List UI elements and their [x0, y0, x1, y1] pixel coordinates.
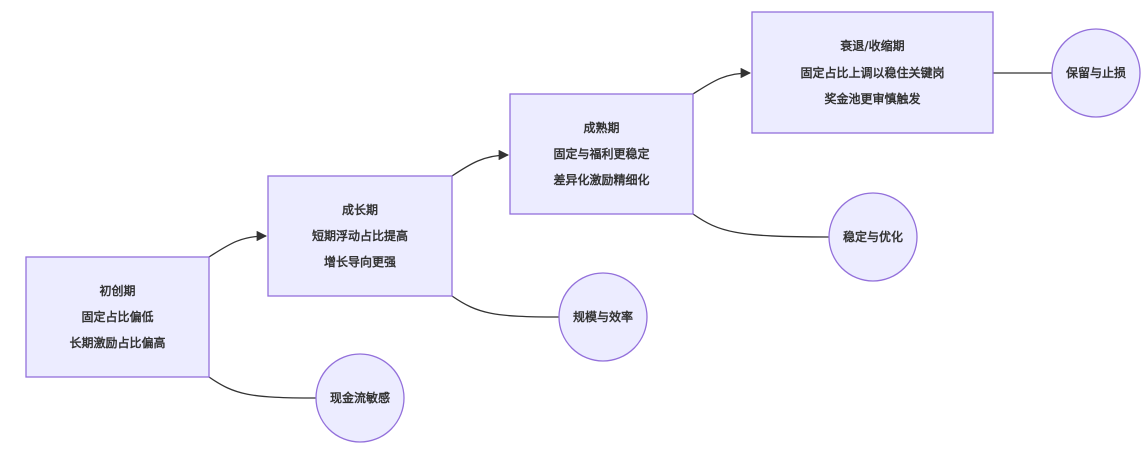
stage-title: 成长期 [342, 202, 378, 217]
stage-title: 初创期 [99, 283, 135, 298]
stage-node-startup[interactable]: 初创期 固定占比偏低 长期激励占比偏高 [25, 256, 210, 378]
outcome-circle [828, 192, 918, 282]
stage-line: 固定与福利更稳定 [553, 146, 649, 161]
stage-line: 短期浮动占比提高 [312, 228, 408, 243]
stage-box [267, 175, 453, 297]
outcome-node-cashflow[interactable]: 现金流敏感 [315, 353, 405, 443]
stage-line: 增长导向更强 [324, 254, 396, 269]
edge-startup-to-growth [208, 230, 268, 258]
stage-node-decline[interactable]: 衰退/收缩期 固定占比上调以稳住关键岗 奖金池更审慎触发 [751, 11, 994, 134]
outcome-label: 规模与效率 [573, 309, 633, 324]
stage-box [25, 256, 210, 378]
outcome-node-stable[interactable]: 稳定与优化 [828, 192, 918, 282]
outcome-node-retain[interactable]: 保留与止损 [1051, 28, 1141, 118]
outcome-label: 稳定与优化 [843, 229, 903, 244]
stage-box [751, 11, 994, 134]
edge-mature-to-stable [692, 213, 830, 238]
stage-line: 固定占比偏低 [81, 309, 153, 324]
outcome-circle [558, 272, 648, 362]
stage-box [509, 93, 694, 215]
edge-growth-to-scale [451, 295, 560, 318]
stage-node-mature[interactable]: 成熟期 固定与福利更稳定 差异化激励精细化 [509, 93, 694, 215]
stage-node-growth[interactable]: 成长期 短期浮动占比提高 增长导向更强 [267, 175, 453, 297]
stage-line: 奖金池更审慎触发 [824, 91, 921, 106]
outcome-label: 保留与止损 [1065, 65, 1126, 80]
stage-line: 长期激励占比偏高 [69, 335, 165, 350]
outcome-circle [315, 353, 405, 443]
stage-line: 固定占比上调以稳住关键岗 [800, 65, 944, 80]
edge-mature-to-decline [692, 67, 752, 95]
edge-growth-to-mature [451, 149, 510, 177]
outcome-circle [1051, 28, 1141, 118]
outcome-label: 现金流敏感 [330, 390, 390, 405]
stage-title: 衰退/收缩期 [839, 38, 904, 53]
edge-startup-to-cashflow [208, 376, 317, 399]
stage-title: 成熟期 [583, 120, 619, 135]
outcome-node-scale[interactable]: 规模与效率 [558, 272, 648, 362]
edges [208, 67, 1052, 399]
stage-line: 差异化激励精细化 [552, 172, 649, 187]
